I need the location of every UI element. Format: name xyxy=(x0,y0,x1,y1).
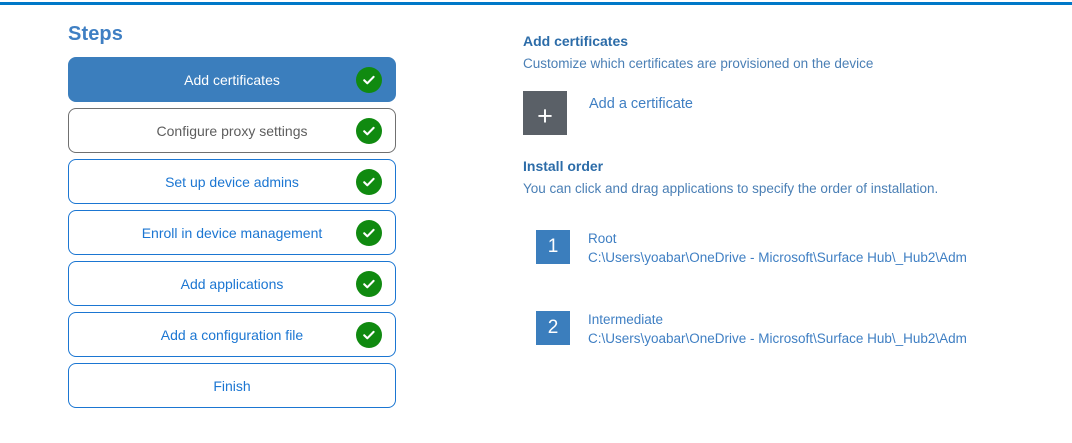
check-circle-icon xyxy=(356,168,382,195)
add-certificate-button[interactable]: + xyxy=(523,91,567,135)
step-button-label: Add certificates xyxy=(184,71,280,88)
check-circle-icon xyxy=(356,117,382,144)
install-order-name: Intermediate xyxy=(588,312,664,327)
steps-title: Steps xyxy=(68,23,123,45)
install-order-heading: Install order xyxy=(523,158,604,174)
check-circle-icon xyxy=(356,219,382,246)
detail-heading: Add certificates xyxy=(523,33,629,49)
step-button-label: Set up device admins xyxy=(165,173,299,190)
step-button-6[interactable]: Finish xyxy=(68,363,396,408)
check-circle-icon xyxy=(356,270,382,297)
step-button-4[interactable]: Add applications xyxy=(68,261,396,306)
step-button-2[interactable]: Set up device admins xyxy=(68,159,396,204)
add-certificate-label[interactable]: Add a certificate xyxy=(589,96,693,112)
step-button-5[interactable]: Add a configuration file xyxy=(68,312,396,357)
install-order-path: C:\Users\yoabar\OneDrive - Microsoft\Sur… xyxy=(588,331,967,346)
check-circle-icon xyxy=(356,321,382,348)
detail-pane: Add certificates Customize which certifi… xyxy=(523,32,1043,392)
install-order-name: Root xyxy=(588,231,617,246)
step-button-label: Add applications xyxy=(180,275,284,292)
install-order-number: 1 xyxy=(536,230,570,264)
check-circle-icon xyxy=(356,66,382,93)
install-order-path: C:\Users\yoabar\OneDrive - Microsoft\Sur… xyxy=(588,250,967,265)
step-button-label: Add a configuration file xyxy=(160,326,304,343)
install-order-section: Install order You can click and drag app… xyxy=(523,157,1043,348)
install-order-hint: You can click and drag applications to s… xyxy=(523,181,939,196)
step-button-label: Enroll in device management xyxy=(141,224,323,241)
step-button-1[interactable]: Configure proxy settings xyxy=(68,108,396,153)
detail-subtitle: Customize which certificates are provisi… xyxy=(523,56,874,71)
install-order-number: 2 xyxy=(536,311,570,345)
plus-icon: + xyxy=(537,100,553,131)
step-button-label: Finish xyxy=(213,377,251,394)
step-button-label: Configure proxy settings xyxy=(156,122,308,139)
top-accent-rule xyxy=(0,2,1072,5)
step-button-0[interactable]: Add certificates xyxy=(68,57,396,102)
add-certificate-row: + Add a certificate xyxy=(523,91,1043,135)
step-button-3[interactable]: Enroll in device management xyxy=(68,210,396,255)
